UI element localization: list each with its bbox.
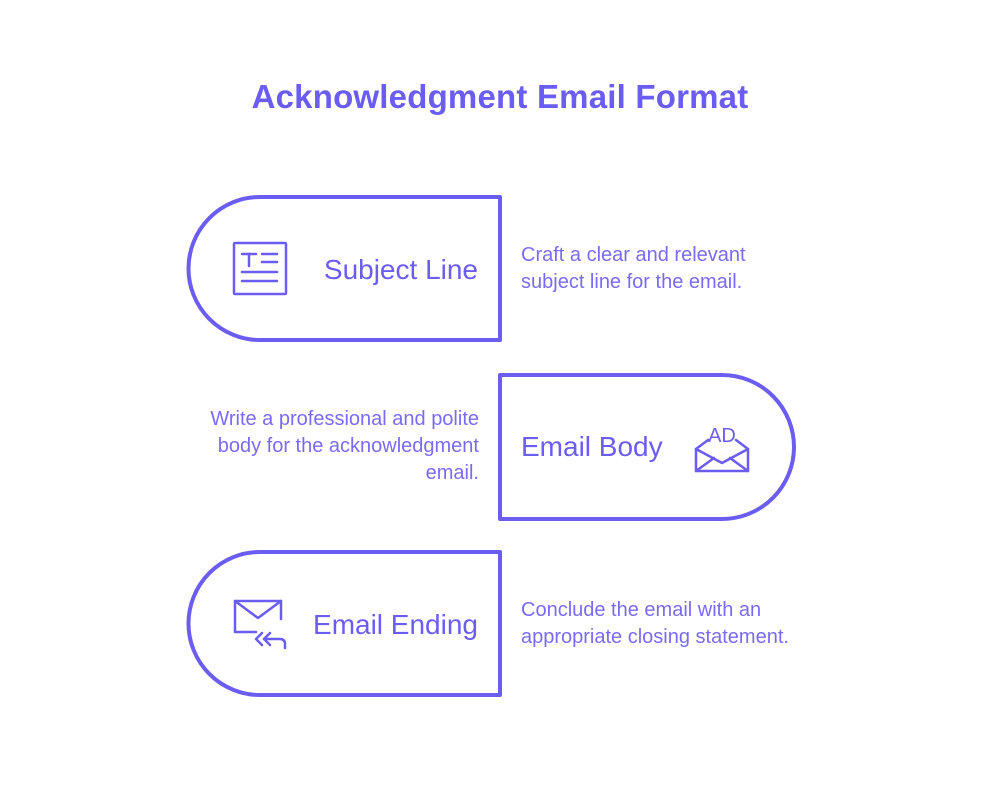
step-description-email-body: Write a professional and polite body for… — [210, 406, 479, 487]
description-line: subject line for the email. — [521, 271, 743, 293]
description-line: appropriate closing statement. — [521, 626, 789, 648]
diagram-title: Acknowledgment Email Format — [251, 78, 749, 115]
step-description-email-ending: Conclude the email with an appropriate c… — [521, 597, 789, 651]
icon-ad-text: AD — [708, 425, 736, 447]
subject-line-shape — [186, 195, 502, 342]
step-label-email-body: Email Body — [521, 431, 663, 462]
description-line: Craft a clear and relevant — [521, 244, 746, 266]
email-body-shape — [498, 373, 796, 521]
mail-reply-icon — [233, 599, 287, 650]
step-label-subject-line: Subject Line — [323, 254, 478, 285]
step-label-email-ending: Email Ending — [313, 609, 478, 640]
description-line: Conclude the email with an — [521, 599, 762, 621]
description-line: Write a professional and polite — [210, 408, 479, 430]
text-document-icon — [232, 241, 288, 296]
ad-envelope-icon: AD — [694, 425, 750, 473]
description-line: email. — [425, 462, 479, 484]
email-ending-shape — [186, 550, 502, 697]
description-line: body for the acknowledgment — [217, 435, 479, 457]
step-description-subject-line: Craft a clear and relevant subject line … — [521, 242, 746, 296]
